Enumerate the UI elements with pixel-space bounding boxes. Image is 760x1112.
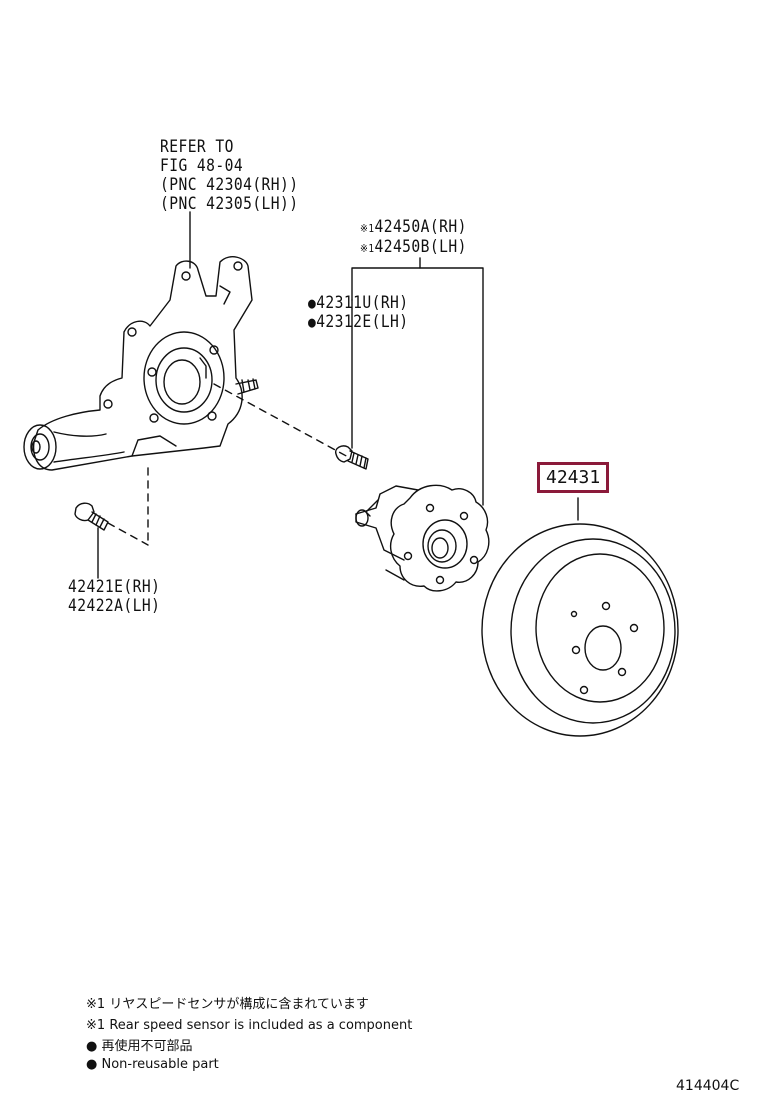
footnote-3: ● 再使用不可部品 (86, 1039, 193, 1055)
knuckle-ref-line-3: (PNC 42304(RH)) (160, 175, 299, 195)
footnote-1-mark: ※1 (86, 997, 106, 1012)
hub-assembly-mark-rh: ※1 (360, 222, 375, 235)
footnote-1: ※1 リヤスピードセンサが構成に含まれています (86, 997, 369, 1013)
footnote-1-text: リヤスピードセンサが構成に含まれています (109, 997, 369, 1012)
knuckle-ref-line-1: REFER TO (160, 137, 234, 157)
hub-bolt-lh: 42312E(LH) (316, 312, 409, 332)
footnote-4-mark: ● (86, 1057, 98, 1072)
disc-part-number-highlight[interactable]: 42431 (537, 462, 610, 493)
knuckle-bolt-label: 42421E(RH) 42422A(LH) (68, 578, 160, 616)
hub-assembly-rh: 42450A(RH) (374, 217, 467, 237)
hub-assembly-lh: 42450B(LH) (374, 237, 467, 257)
knuckle-bolt-lh: 42422A(LH) (68, 596, 161, 616)
brake-disc (481, 523, 679, 737)
footnote-4-text: Non-reusable part (101, 1057, 219, 1072)
disc-part-number[interactable]: 42431 (546, 467, 601, 488)
footnote-2-mark: ※1 (86, 1018, 106, 1033)
knuckle-bolt (74, 502, 109, 531)
hub-assembly-label: ※142450A(RH) ※142450B(LH) (360, 218, 467, 258)
footnote-2: ※1 Rear speed sensor is included as a co… (86, 1018, 412, 1034)
footnote-3-mark: ● (86, 1039, 98, 1054)
knuckle-ref-line-2: FIG 48-04 (160, 156, 244, 176)
knuckle-reference-label: REFER TO FIG 48-04 (PNC 42304(RH)) (PNC … (160, 138, 298, 214)
hub-bolt-mark-rh: ● (308, 294, 317, 312)
illustration-code: 414404C (676, 1078, 740, 1094)
footnote-3-text: 再使用不可部品 (101, 1039, 193, 1054)
footnote-2-text: Rear speed sensor is included as a compo… (109, 1018, 413, 1033)
alignment-dashes (107, 383, 351, 546)
knuckle-bolt-rh: 42421E(RH) (68, 577, 161, 597)
hub-bearing-assembly (355, 484, 490, 592)
footnote-4: ● Non-reusable part (86, 1057, 219, 1073)
hub-bolt-mark-lh: ● (308, 313, 317, 331)
hub-bolt-rh: 42311U(RH) (316, 293, 409, 313)
hub-bolt (335, 445, 369, 470)
hub-bolt-label: ●42311U(RH) ●42312E(LH) (308, 294, 409, 332)
knuckle-ref-line-4: (PNC 42305(LH)) (160, 194, 299, 214)
steering-knuckle (23, 256, 259, 471)
hub-assembly-mark-lh: ※1 (360, 242, 375, 255)
leader-lines (97, 211, 579, 579)
